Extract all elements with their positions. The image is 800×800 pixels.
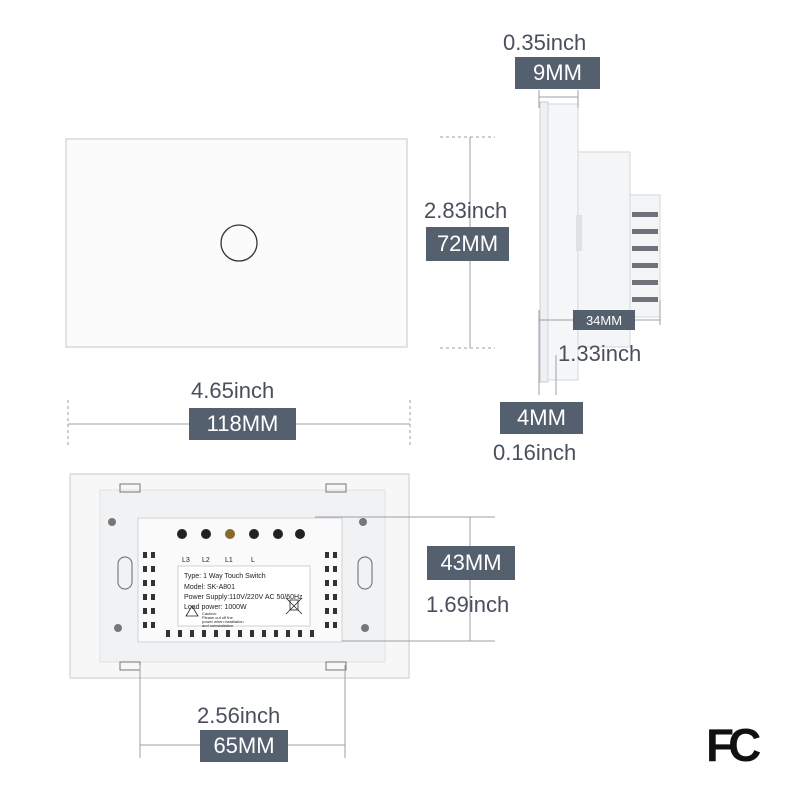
warning-icon (185, 605, 199, 617)
caution-title: Caution: (202, 611, 217, 616)
terminal-l: L (251, 557, 255, 564)
plate-inch: 0.16inch (493, 440, 577, 465)
back-view (69, 473, 410, 679)
body-depth-mm-badge: 34MM (573, 310, 635, 330)
module-width-inch: 2.56inch (197, 703, 281, 728)
module-width-mm-badge: 65MM (200, 730, 288, 762)
depth-total-mm-badge: 9MM (515, 57, 600, 89)
front-panel (65, 138, 408, 348)
back-label-text: L3 L2 L1 L Type: 1 Way Touch Switch Mode… (182, 557, 303, 628)
caution-2: power when installation (202, 619, 244, 624)
label-type: Type: 1 Way Touch Switch (184, 573, 266, 580)
label-load-power: Load power: 1000W (184, 604, 247, 611)
terminal-l2: L2 (202, 557, 210, 564)
height-mm-badge: 72MM (426, 227, 509, 261)
module-height-inch: 1.69inch (426, 592, 510, 617)
module-height-mm-badge: 43MM (427, 546, 515, 580)
touch-button-icon (220, 224, 258, 262)
height-inch: 2.83inch (424, 198, 508, 223)
terminal-l1: L1 (225, 557, 233, 564)
caution-1: Please cut off the (202, 615, 234, 620)
plate-mm-badge: 4MM (500, 402, 583, 434)
label-model: Model: SK-A801 (184, 584, 235, 591)
body-depth-inch: 1.33inch (558, 341, 642, 366)
terminal-l3: L3 (182, 557, 190, 564)
fc-mark-icon: FC (706, 719, 761, 771)
caution-3: and uninstallation (202, 623, 233, 628)
width-inch: 4.65inch (191, 378, 275, 403)
depth-total-inch: 0.35inch (503, 30, 587, 55)
side-view (539, 101, 661, 383)
width-mm-badge: 118MM (189, 408, 296, 440)
label-power-supply: Power Supply:110V/220V AC 50/60Hz (184, 594, 303, 601)
weee-bin-icon (285, 597, 303, 615)
